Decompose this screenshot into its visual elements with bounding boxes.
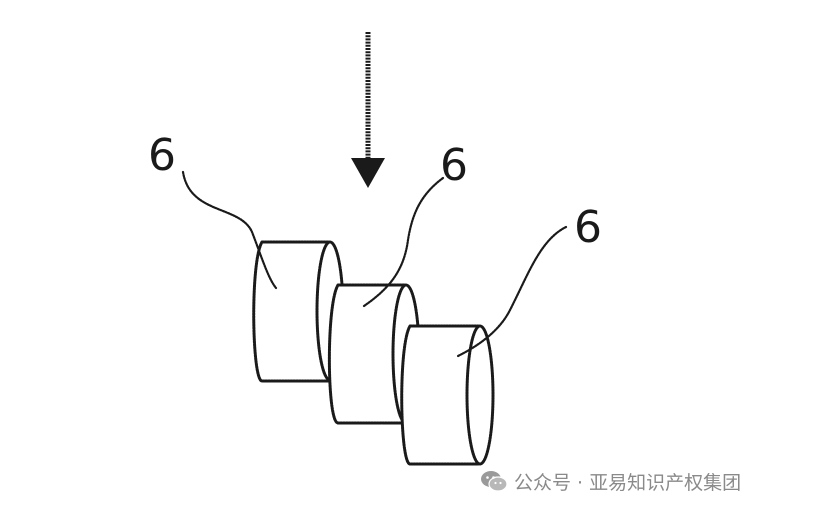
reference-numeral-right: 6	[574, 202, 602, 253]
leader-line-left	[181, 170, 278, 290]
watermark: 公众号 · 亚易知识产权集团	[480, 466, 741, 496]
watermark-text: 公众号 · 亚易知识产权集团	[514, 471, 742, 494]
reference-numeral-left: 6	[148, 130, 176, 181]
direction-arrow	[351, 32, 385, 188]
cylinder-element-right	[400, 324, 495, 466]
wechat-icon	[481, 471, 508, 492]
leader-line-middle	[362, 176, 445, 308]
reference-numeral-middle: 6	[440, 140, 468, 191]
leader-line-right	[456, 225, 568, 358]
